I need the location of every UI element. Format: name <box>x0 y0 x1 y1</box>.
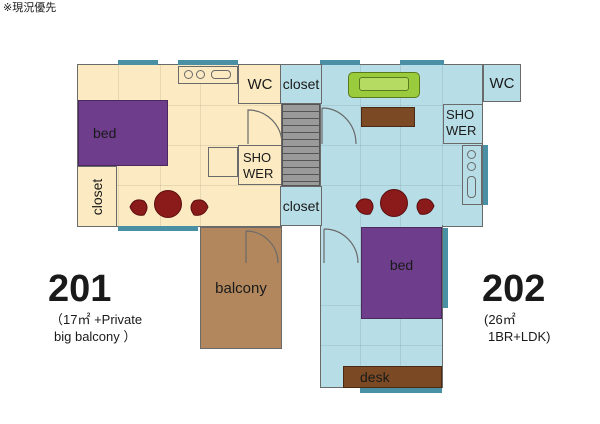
unit-201-kitchen-counter <box>178 66 238 84</box>
unit-202-grid <box>360 65 361 387</box>
unit-202-closet-top-label: closet <box>282 76 320 92</box>
sink-icon <box>467 176 476 198</box>
unit-201-wc: WC <box>238 64 282 104</box>
unit-201-door-swing <box>247 109 283 145</box>
unit-202-grid <box>321 105 482 106</box>
unit-202-grid <box>442 65 443 225</box>
notice-text: ※現況優先 <box>3 2 57 14</box>
unit-201-number: 201 <box>48 268 112 310</box>
unit-201-side-closet <box>77 166 117 227</box>
unit-201-top-window <box>178 60 238 65</box>
unit-202-shower-label-line2: WER <box>446 122 477 138</box>
unit-202-closet-bottom: closet <box>280 186 322 226</box>
unit-201-bed-label: bed <box>93 125 117 141</box>
unit-202-bed-label: bed <box>389 257 414 273</box>
unit-201-balcony: balcony <box>200 227 282 349</box>
unit-201-shower-label-line2: WER <box>243 165 274 181</box>
unit-202-detail-line1: (26㎡ <box>484 312 516 327</box>
stairs <box>282 104 320 186</box>
unit-202-wc-label: WC <box>489 74 515 92</box>
unit-202-right-window <box>483 145 488 205</box>
unit-202-grid <box>321 185 482 186</box>
unit-201-grid <box>78 185 281 186</box>
sofa-cushion <box>359 77 409 91</box>
unit-202-detail-line2: 1BR+LDK) <box>488 329 551 344</box>
unit-202-coffee-table <box>361 107 415 127</box>
unit-202-grid <box>400 65 401 387</box>
unit-201-top-window <box>118 60 158 65</box>
unit-201-bottom-window <box>118 226 198 231</box>
stove-burner-icon <box>184 70 193 79</box>
unit-201-grid <box>200 65 201 226</box>
unit-201-shower-label: SHO WER <box>243 150 273 181</box>
unit-201-shower <box>238 145 282 185</box>
unit-201-detail-line2: big balcony ） <box>54 329 137 344</box>
unit-202-chair-right <box>416 198 435 215</box>
unit-201-grid <box>78 145 281 146</box>
unit-202-round-table <box>380 189 408 217</box>
unit-202-sofa <box>348 72 420 98</box>
unit-202-grid <box>321 145 482 146</box>
unit-201-balcony-door-swing <box>245 230 279 264</box>
unit-201-chair-left <box>129 199 148 216</box>
unit-201-round-table <box>154 190 182 218</box>
unit-201-detail-line1: （17㎡ +Private <box>50 312 143 327</box>
unit-202-grid <box>321 345 442 346</box>
unit-202-lower-right-window <box>443 228 448 308</box>
unit-202-shower <box>443 104 483 144</box>
unit-202-shower-label: SHO WER <box>446 107 476 138</box>
unit-202-door-swing <box>321 107 357 145</box>
unit-201-wc-label: WC <box>247 75 273 93</box>
stove-burner-icon <box>467 150 476 159</box>
unit-201-shower-label-line1: SHO <box>243 150 272 165</box>
stove-burner-icon <box>196 70 205 79</box>
unit-202-number: 202 <box>482 268 546 310</box>
unit-202-bedroom-door-swing <box>323 228 359 264</box>
unit-202-top-window <box>320 60 360 65</box>
sink-icon <box>211 70 231 79</box>
unit-202-wc: WC <box>483 64 521 102</box>
unit-202-kitchen-counter <box>462 145 482 205</box>
unit-202-chair-left <box>355 198 374 215</box>
unit-202-shower-label-line1: SHO <box>446 107 475 122</box>
unit-202-desk: desk <box>343 366 442 388</box>
unit-202-desk-label: desk <box>360 369 390 385</box>
unit-201-side-closet-label: closet <box>89 178 105 216</box>
unit-202-top-window <box>400 60 444 65</box>
unit-201-shower-step <box>208 147 238 177</box>
unit-202-closet-bottom-label: closet <box>282 198 320 214</box>
unit-202-bottom-window <box>360 388 442 393</box>
unit-202-closet-top: closet <box>280 64 322 104</box>
unit-201-grid <box>78 105 281 106</box>
stove-burner-icon <box>467 162 476 171</box>
unit-202-bed: bed <box>361 227 442 319</box>
unit-201-chair-right <box>190 199 209 216</box>
unit-201-bed: bed <box>78 100 168 166</box>
unit-201-balcony-label: balcony <box>215 279 267 297</box>
